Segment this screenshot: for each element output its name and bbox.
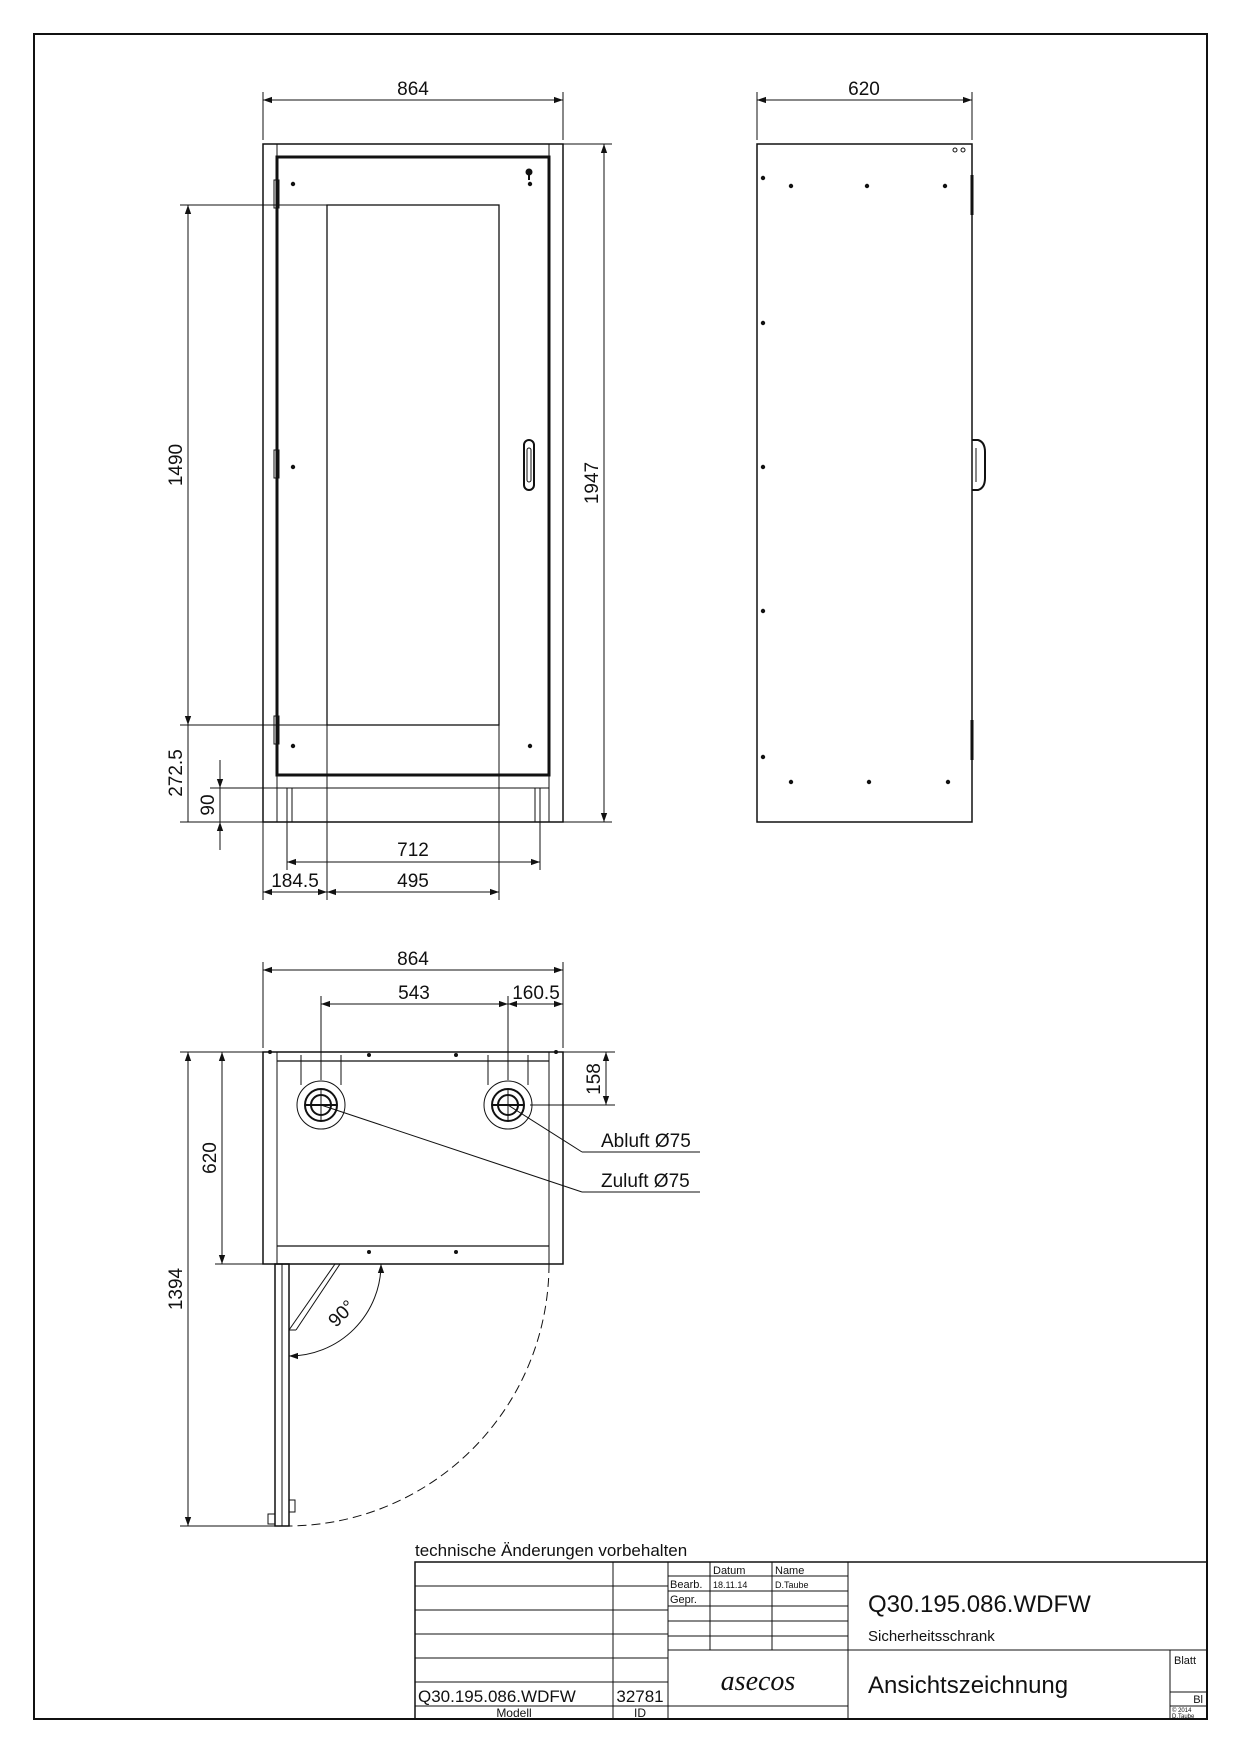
bearb-date: 18.11.14	[713, 1580, 747, 1590]
copyright-name: D.Taube	[1172, 1714, 1195, 1720]
lock-icon	[525, 168, 533, 180]
callout-abluft: Abluft Ø75	[601, 1131, 691, 1152]
bearb-label: Bearb.	[670, 1579, 702, 1591]
copyright-year: © 2014	[1172, 1707, 1192, 1714]
cabinet-body	[262, 143, 564, 823]
hinge-middle	[273, 449, 280, 479]
id-label: ID	[634, 1706, 646, 1720]
callout-zuluft: Zuluft Ø75	[601, 1171, 690, 1192]
side-handle-icon	[972, 439, 986, 491]
title-block	[414, 1561, 1208, 1720]
door-window	[326, 204, 500, 726]
dim-inner-width: 712	[397, 840, 429, 861]
dim-total-height: 1947	[582, 462, 603, 504]
angle-arc	[288, 1263, 385, 1360]
gepr-label: Gepr.	[670, 1594, 697, 1606]
bearb-name: D.Taube	[775, 1580, 809, 1590]
dim-window-width: 495	[397, 871, 429, 892]
dim-vent-spacing: 543	[398, 983, 430, 1004]
plinth	[276, 774, 550, 789]
sheet-value: Bl	[1193, 1694, 1203, 1706]
id-value: 32781	[616, 1687, 663, 1706]
dim-left-offset: 184.5	[271, 871, 319, 892]
top-outline	[262, 1051, 564, 1265]
dim-vent-depth: 158	[584, 1063, 605, 1095]
front-view	[262, 143, 564, 823]
hinge-top	[273, 179, 280, 209]
front-dimensions	[180, 92, 612, 900]
model-value: Q30.195.086.WDFW	[418, 1687, 576, 1706]
dim-foot-height: 90	[198, 794, 219, 815]
dim-vent-offset: 160.5	[512, 983, 560, 1004]
hinge-bottom	[273, 715, 280, 745]
side-panel	[756, 143, 973, 823]
exhaust-vent-icon	[296, 1055, 346, 1130]
side-view	[756, 143, 986, 823]
asecos-logo: asecos	[721, 1666, 796, 1697]
dim-swing-depth: 1394	[166, 1267, 187, 1310]
door-leaf	[275, 155, 551, 777]
dim-top-width: 864	[397, 949, 429, 970]
foot-right	[534, 787, 541, 823]
dim-front-width: 864	[397, 79, 429, 100]
technical-changes-notice: technische Änderungen vorbehalten	[415, 1541, 687, 1560]
dim-side-depth: 620	[848, 79, 880, 100]
callout-leaders	[320, 1104, 700, 1193]
side-dimensions	[756, 92, 973, 140]
drawing-number: Q30.195.086.WDFW	[868, 1591, 1091, 1618]
top-dimensions	[180, 962, 615, 1527]
foot-left	[286, 787, 293, 823]
name-header: Name	[775, 1565, 804, 1577]
datum-header: Datum	[713, 1565, 745, 1577]
dim-top-depth: 620	[200, 1142, 221, 1174]
dim-front-inner-height: 1490	[166, 444, 187, 486]
door-swing-arc	[286, 1263, 550, 1527]
dim-plinth-height: 272.5	[166, 749, 187, 797]
model-label: Modell	[496, 1706, 531, 1720]
drawing-name: Sicherheitsschrank	[868, 1628, 995, 1645]
drawing-title: Ansichtszeichnung	[868, 1672, 1068, 1699]
sheet-label: Blatt	[1174, 1655, 1196, 1667]
door-handle-icon	[523, 439, 535, 491]
top-view	[262, 1050, 564, 1527]
drawing-frame	[33, 33, 1208, 1720]
dim-door-angle: 90°	[325, 1297, 360, 1332]
